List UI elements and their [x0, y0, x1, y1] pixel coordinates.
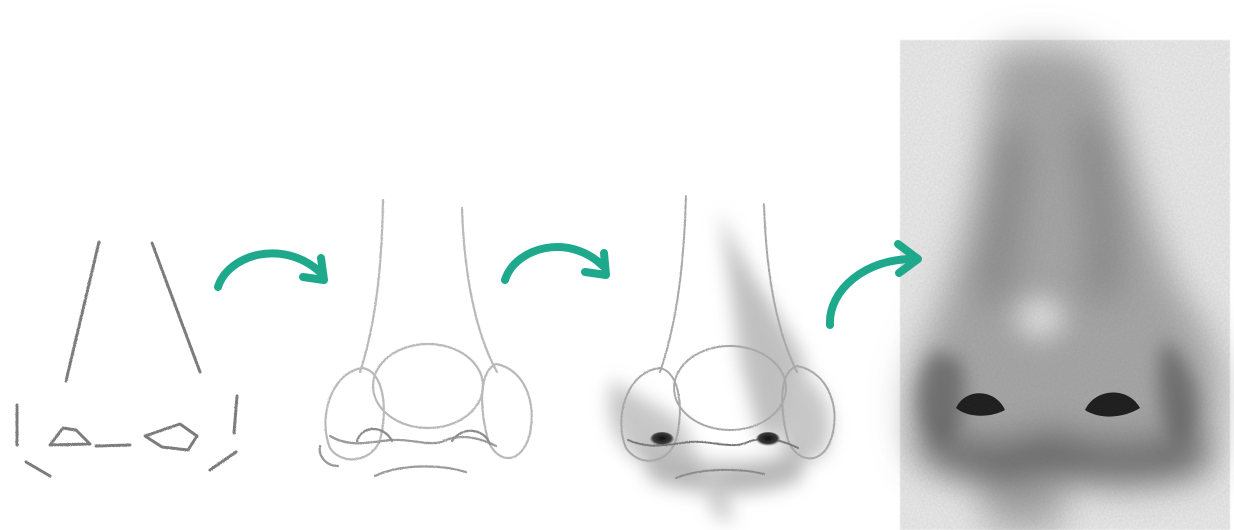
arrow-step-2-to-3 — [501, 243, 610, 284]
step-4-final-render — [900, 40, 1230, 530]
curved-arrow-icon — [501, 243, 607, 284]
curved-arrow-icon — [825, 254, 919, 329]
step-2-refined-shapes — [318, 198, 533, 478]
arrow-step-3-to-4 — [825, 240, 922, 329]
arrow-step-1-to-2 — [214, 249, 328, 291]
step-1-construction-lines — [15, 240, 239, 478]
step-3-initial-shading — [608, 195, 836, 520]
curved-arrow-icon — [214, 249, 324, 291]
